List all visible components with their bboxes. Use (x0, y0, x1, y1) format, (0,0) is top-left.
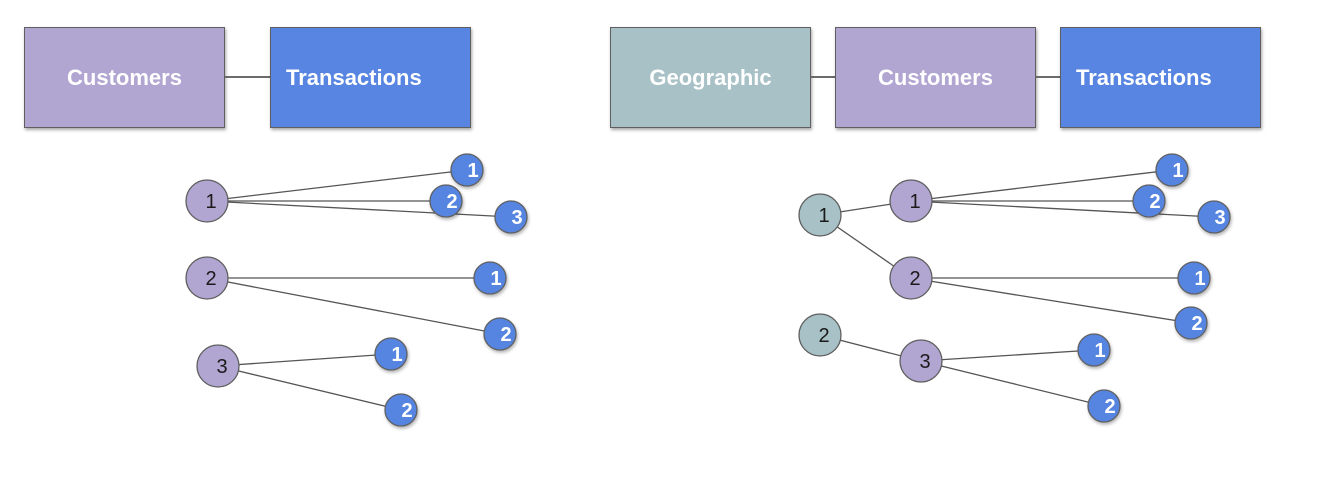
right-node-c1t1: 1 (1155, 153, 1189, 187)
left-edge-c2-c2t2 (206, 277, 501, 335)
left-node-c1t3: 3 (494, 200, 528, 234)
transactions-node-circle (483, 317, 517, 351)
left-node-c3: 3 (196, 344, 240, 388)
transactions-node-label: 2 (401, 400, 412, 422)
left-node-c1: 1 (185, 179, 229, 223)
right-node-c3: 3 (899, 339, 943, 383)
left-node-c2t2: 2 (483, 317, 517, 351)
transactions-node-label: 2 (1149, 191, 1160, 213)
customers-node-label: 2 (205, 268, 216, 290)
right-node-g1: 1 (798, 193, 842, 237)
transactions-node-label: 1 (1194, 268, 1205, 290)
customers-node-label: 2 (909, 268, 920, 290)
transactions-node-circle (1174, 306, 1208, 340)
customers-node-circle (889, 256, 933, 300)
customers-node-circle (185, 256, 229, 300)
left-node-c2t1: 1 (473, 261, 507, 295)
transactions-node-label: 3 (511, 207, 522, 229)
customers-node-circle (185, 179, 229, 223)
right-entity-customers: Customers (835, 27, 1036, 128)
right-edge-c3-c3t2 (920, 360, 1105, 407)
geographic-node-circle (798, 313, 842, 357)
right-node-c2t1: 1 (1177, 261, 1211, 295)
right-edge-c1-c1t3 (910, 200, 1215, 218)
left-node-c1t1: 1 (450, 153, 484, 187)
left-edge-c3-c3t1 (217, 353, 392, 367)
geographic-node-label: 1 (818, 205, 829, 227)
geographic-node-label: 2 (818, 325, 829, 347)
left-edge-c3-c3t2 (217, 365, 402, 411)
right-node-c3t2: 2 (1087, 389, 1121, 423)
transactions-node-label: 1 (1094, 340, 1105, 362)
transactions-node-circle (450, 153, 484, 187)
right-entity-transactions: Transactions (1060, 27, 1261, 128)
transactions-node-label: 2 (500, 324, 511, 346)
transactions-node-circle (494, 200, 528, 234)
left-entity-customers: Customers (24, 27, 225, 128)
transactions-node-circle (1197, 200, 1231, 234)
right-node-c1t2: 2 (1132, 184, 1166, 218)
right-entity-geographic: Geographic (610, 27, 811, 128)
transactions-node-circle (1155, 153, 1189, 187)
transactions-node-label: 1 (391, 344, 402, 366)
transactions-node-label: 1 (467, 160, 478, 182)
entity-label: Transactions (1076, 64, 1212, 90)
transactions-node-circle (1132, 184, 1166, 218)
left-entity-transactions: Transactions (270, 27, 471, 128)
transactions-node-label: 1 (490, 268, 501, 290)
transactions-node-circle (1087, 389, 1121, 423)
transactions-node-circle (1077, 333, 1111, 367)
transactions-node-label: 2 (1191, 313, 1202, 335)
entity-label: Geographic (649, 64, 772, 90)
right-node-c1t3: 3 (1197, 200, 1231, 234)
transactions-node-label: 1 (1172, 160, 1183, 182)
left-node-c3t1: 1 (374, 337, 408, 371)
entity-label: Customers (67, 64, 182, 90)
geographic-node-circle (798, 193, 842, 237)
left-edge-c1-c1t3 (206, 200, 512, 218)
right-entity-connector-2 (1036, 76, 1061, 78)
right-edge-c3-c3t1 (920, 349, 1095, 362)
customers-node-circle (889, 179, 933, 223)
right-entity-connector-1 (811, 76, 836, 78)
customers-node-circle (899, 339, 943, 383)
customers-node-label: 3 (216, 356, 227, 378)
transactions-node-circle (429, 184, 463, 218)
transactions-node-label: 3 (1214, 207, 1225, 229)
right-node-c1: 1 (889, 179, 933, 223)
entity-label: Transactions (286, 64, 422, 90)
transactions-node-circle (384, 393, 418, 427)
customers-node-label: 3 (919, 351, 930, 373)
right-node-c2: 2 (889, 256, 933, 300)
right-edge-c2-c2t2 (910, 277, 1192, 324)
transactions-node-label: 2 (446, 191, 457, 213)
right-node-c3t1: 1 (1077, 333, 1111, 367)
left-node-c2: 2 (185, 256, 229, 300)
left-entity-connector (225, 76, 270, 78)
transactions-node-circle (473, 261, 507, 295)
left-node-c1t2: 2 (429, 184, 463, 218)
customers-node-label: 1 (909, 191, 920, 213)
transactions-node-label: 2 (1104, 396, 1115, 418)
transactions-node-circle (1177, 261, 1211, 295)
entity-label: Customers (878, 64, 993, 90)
left-edge-c1-c1t1 (206, 169, 468, 202)
right-edge-c1-c1t1 (910, 169, 1173, 202)
right-node-g2: 2 (798, 313, 842, 357)
customers-node-label: 1 (205, 191, 216, 213)
left-node-c3t2: 2 (384, 393, 418, 427)
transactions-node-circle (374, 337, 408, 371)
customers-node-circle (196, 344, 240, 388)
right-node-c2t2: 2 (1174, 306, 1208, 340)
